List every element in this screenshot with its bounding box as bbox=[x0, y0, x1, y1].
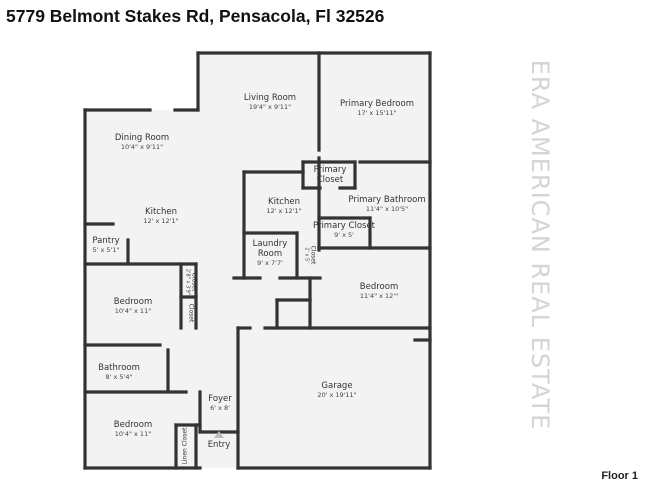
room-label: Entry bbox=[207, 440, 231, 451]
room-label: Linen Closet bbox=[181, 427, 190, 465]
room-dimensions: 8' x 5'4" bbox=[105, 372, 133, 381]
room-dimensions: 9' x 7'7' bbox=[257, 258, 283, 267]
room-name: Bedroom bbox=[113, 420, 153, 430]
room-name: Garage bbox=[321, 381, 353, 391]
room-name: Primary Closet bbox=[313, 165, 347, 185]
room-dimensions: 17' x 15'11" bbox=[357, 108, 397, 117]
room-name: Bathroom bbox=[98, 363, 140, 373]
floor-area bbox=[198, 53, 430, 113]
room-name: Primary Closet bbox=[312, 221, 376, 231]
room-dimensions: 20' x 19'11" bbox=[317, 390, 357, 399]
room-dimensions: 12' x 12'1" bbox=[266, 206, 302, 215]
room-name: Primary Bedroom bbox=[340, 99, 414, 109]
room-name: Dining Room bbox=[114, 133, 170, 143]
room-dimensions: 2'8" x 3'9" bbox=[184, 268, 191, 296]
room-dimensions: 9' x 5' bbox=[334, 230, 354, 239]
room-name: Foyer bbox=[208, 394, 232, 404]
room-dimensions: 10'4" x 11" bbox=[114, 306, 152, 315]
room-dimensions: 12' x 12'1" bbox=[143, 216, 179, 225]
watermark: ERA AMERICAN REAL ESTATE bbox=[526, 59, 554, 431]
floor-label: Floor 1 bbox=[601, 470, 638, 482]
room-dimensions: 6' x 8' bbox=[210, 403, 230, 412]
room-label: Closet bbox=[187, 304, 194, 323]
room-name: Pantry bbox=[92, 236, 120, 246]
room-name: Primary Bathroom bbox=[348, 195, 426, 205]
room-dimensions: 11'4" x 10'5" bbox=[365, 204, 409, 213]
room-name: Kitchen bbox=[145, 207, 177, 217]
room-dimensions: 10'4" x 11" bbox=[114, 429, 152, 438]
room-name: Living Room bbox=[243, 93, 297, 103]
room-name: Entry bbox=[207, 440, 231, 450]
listing-address-title: 5779 Belmont Stakes Rd, Pensacola, Fl 32… bbox=[6, 6, 385, 26]
floor-area bbox=[85, 110, 430, 468]
room-label: Primary Closet bbox=[310, 165, 350, 186]
room-name: Laundry Room bbox=[252, 239, 288, 259]
room-name: Kitchen bbox=[268, 197, 300, 207]
room-name: Linen Closet bbox=[181, 427, 189, 465]
room-name: Bedroom bbox=[359, 282, 399, 292]
entry-arrow-icon bbox=[214, 431, 224, 438]
room-name: Bedroom bbox=[113, 297, 153, 307]
room-name: Closet bbox=[309, 245, 317, 265]
room-dimensions: 2' x 5' bbox=[303, 247, 310, 263]
room-name: Closet bbox=[190, 272, 198, 292]
room-dimensions: 19'4" x 9'11" bbox=[248, 102, 292, 111]
room-dimensions: 10'4" x 9'11" bbox=[120, 142, 164, 151]
room-dimensions: 11'4" x 12'" bbox=[359, 291, 399, 300]
room-name: Closet bbox=[187, 303, 195, 323]
room-dimensions: 5' x 5'1" bbox=[92, 245, 120, 254]
